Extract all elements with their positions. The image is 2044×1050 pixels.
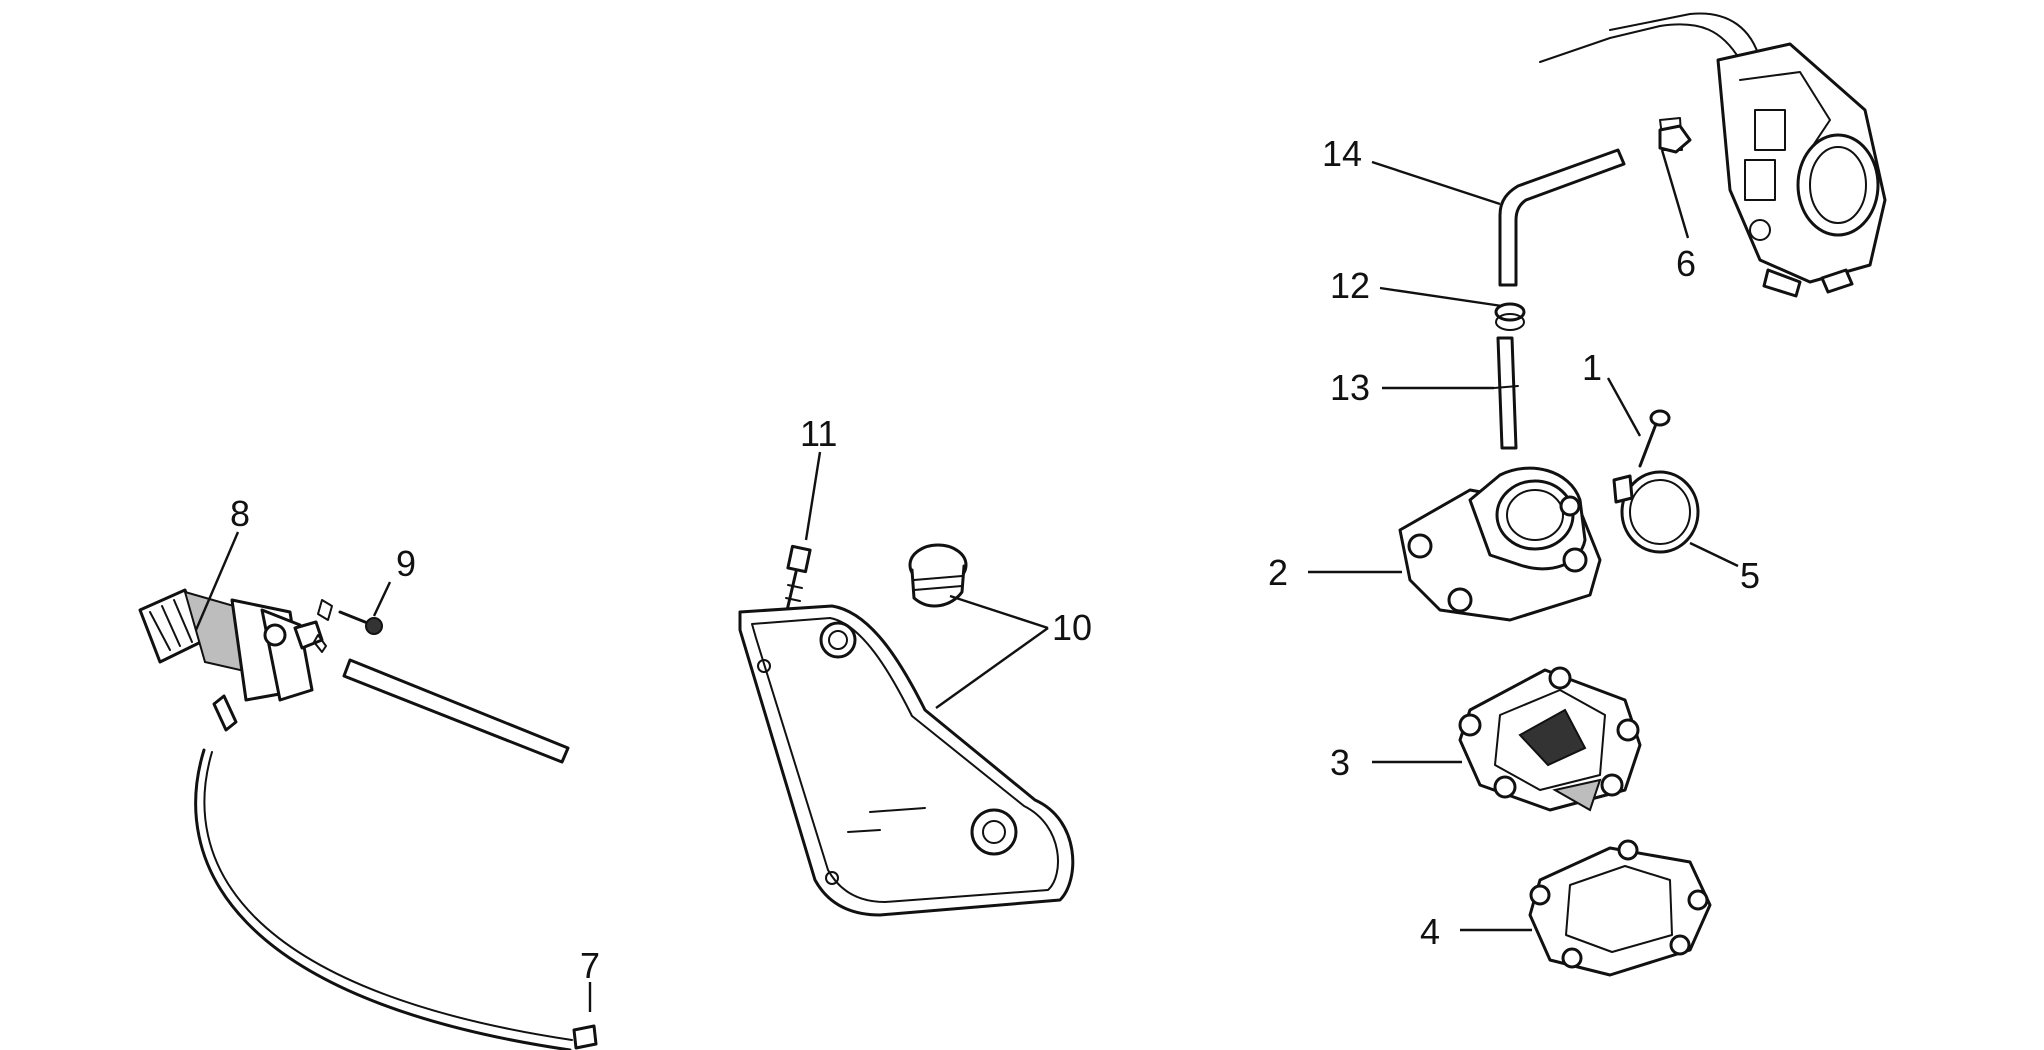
- part-fuel-hose-long-inner: [203, 751, 573, 1041]
- leader-6: [1660, 149, 1690, 239]
- intake-assembly: [1398, 12, 1887, 977]
- part-fuel-tap: [138, 588, 324, 732]
- part-cover-screw: [780, 544, 812, 634]
- callout-11: 11: [800, 413, 837, 454]
- part-bent-hose: [1498, 148, 1626, 287]
- callout-4: 4: [1420, 911, 1440, 952]
- callout-8: 8: [230, 493, 250, 534]
- callout-13: 13: [1330, 367, 1370, 408]
- leader-1: [1606, 377, 1642, 437]
- part-fuel-hose-long: [194, 748, 572, 1050]
- leader-8: [194, 531, 240, 631]
- part-breather-pipe: [1496, 336, 1518, 450]
- callout-6: 6: [1676, 243, 1696, 284]
- leader-10a: [949, 594, 1049, 630]
- part-hose-clamp: [1494, 302, 1526, 331]
- part-reed-valve: [1458, 666, 1642, 812]
- fuel-tap-assembly: [138, 588, 598, 1050]
- part-screw-clip: [313, 599, 383, 653]
- leader-12: [1379, 286, 1503, 308]
- callout-3: 3: [1330, 742, 1350, 783]
- callout-9: 9: [396, 543, 416, 584]
- part-clamp-screw: [1638, 409, 1671, 468]
- callout-12: 12: [1330, 265, 1370, 306]
- callout-7: 7: [580, 945, 600, 986]
- callout-5: 5: [1740, 555, 1760, 596]
- callout-10: 10: [1052, 607, 1092, 648]
- part-clamp-ring: [1612, 470, 1700, 554]
- leader-11: [804, 451, 822, 541]
- leader-10b: [935, 627, 1049, 709]
- callout-labels: 1 2 3 4 5 6 7 8 9 10 11 12 13 14: [230, 133, 1760, 986]
- cover-assembly: [738, 543, 1075, 917]
- part-cover-plug: [908, 543, 968, 608]
- leader-5: [1689, 541, 1739, 568]
- part-carburetor: [1539, 12, 1887, 298]
- part-intake-manifold: [1398, 466, 1602, 622]
- part-fuel-hose-short: [342, 658, 570, 764]
- leader-lines: [194, 149, 1739, 1012]
- leader-14: [1371, 160, 1501, 206]
- part-hose-clip: [572, 1024, 598, 1050]
- part-cover-plate: [738, 604, 1075, 917]
- callout-1: 1: [1582, 347, 1602, 388]
- callout-14: 14: [1322, 133, 1362, 174]
- leader-9: [372, 581, 392, 617]
- part-small-nut: [1658, 124, 1692, 154]
- part-gasket: [1528, 839, 1712, 977]
- callout-2: 2: [1268, 552, 1288, 593]
